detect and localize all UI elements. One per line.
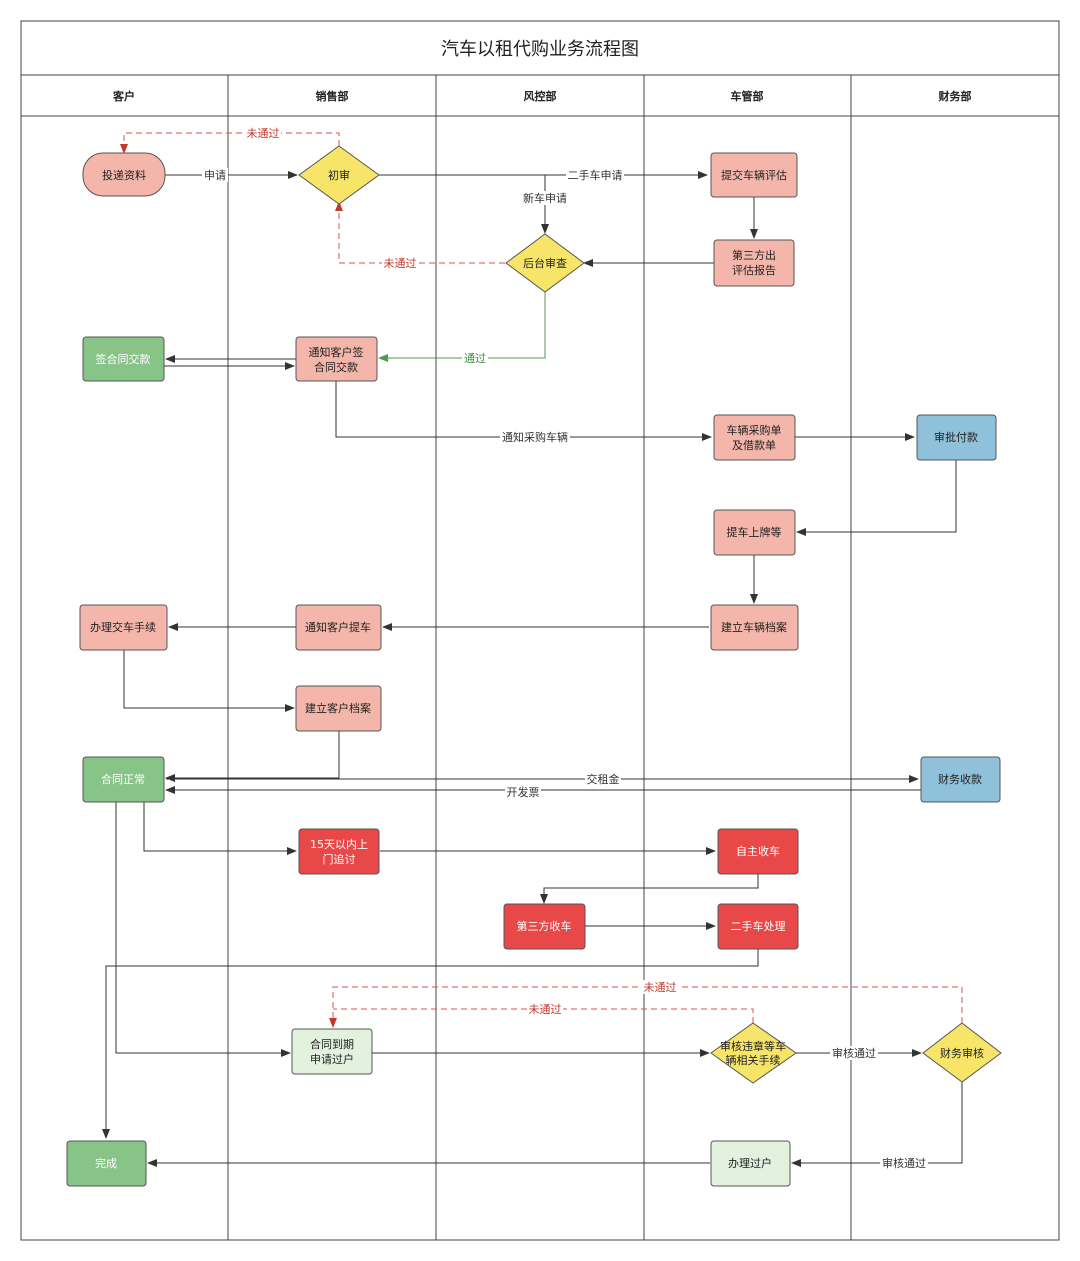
node-notify-sign-contract: 通知客户签 合同交款 bbox=[295, 336, 378, 382]
svg-text:自主收车: 自主收车 bbox=[736, 844, 780, 858]
node-used-car-processing: 二手车处理 bbox=[717, 903, 799, 950]
svg-text:后台审查: 后台审查 bbox=[523, 256, 567, 270]
edge-customerfile-to-normal bbox=[165, 731, 340, 782]
swimlane-frame bbox=[20, 20, 1060, 1241]
svg-text:办理过户: 办理过户 bbox=[728, 1156, 772, 1170]
edge-review-reject bbox=[120, 132, 340, 154]
label-invoice: 开发票 bbox=[507, 785, 540, 799]
edge-normal-to-visit bbox=[143, 802, 297, 855]
svg-text:第三方出: 第三方出 bbox=[732, 248, 776, 262]
edge-delivery-to-customerfile bbox=[123, 650, 295, 712]
svg-text:完成: 完成 bbox=[95, 1156, 117, 1170]
svg-text:办理交车手续: 办理交车手续 bbox=[90, 620, 156, 634]
edge-labels: 申请 未通过 二手车申请 新车申请 未通过 通过 通知采购车辆 交租金 开发票 … bbox=[202, 126, 928, 1170]
edge-normal-to-expire bbox=[115, 802, 291, 1057]
edge-approve-to-pickup bbox=[796, 460, 957, 536]
node-approve-payment: 审批付款 bbox=[916, 414, 997, 461]
node-pickup-plate: 提车上牌等 bbox=[713, 509, 796, 556]
svg-text:第三方收车: 第三方收车 bbox=[517, 919, 572, 933]
svg-text:门追讨: 门追讨 bbox=[323, 852, 356, 866]
svg-text:签合同交款: 签合同交款 bbox=[96, 352, 151, 366]
svg-text:申请过户: 申请过户 bbox=[310, 1052, 354, 1066]
svg-text:辆相关手续: 辆相关手续 bbox=[726, 1053, 781, 1067]
edge-selfrecover-to-thirdrecover bbox=[540, 874, 759, 904]
svg-text:合同交款: 合同交款 bbox=[314, 360, 358, 374]
node-finance-review: 财务审核 bbox=[922, 1022, 1002, 1083]
node-contract-normal: 合同正常 bbox=[82, 756, 165, 803]
svg-text:初审: 初审 bbox=[328, 168, 350, 182]
svg-text:财务审核: 财务审核 bbox=[940, 1046, 984, 1060]
svg-text:及借款单: 及借款单 bbox=[732, 438, 776, 452]
node-third-party-recover: 第三方收车 bbox=[503, 903, 586, 950]
svg-text:15天以内上: 15天以内上 bbox=[310, 837, 368, 851]
label-review-pass-1: 审核通过 bbox=[832, 1046, 876, 1060]
node-contract-expire: 合同到期 申请过户 bbox=[291, 1028, 373, 1075]
svg-text:提交车辆评估: 提交车辆评估 bbox=[721, 168, 787, 182]
svg-text:财务收款: 财务收款 bbox=[938, 772, 982, 786]
node-vehicle-file: 建立车辆档案 bbox=[710, 604, 799, 651]
svg-text:建立车辆档案: 建立车辆档案 bbox=[721, 620, 787, 634]
node-visit-15-days: 15天以内上 门追讨 bbox=[298, 828, 380, 875]
edge-backend-reject bbox=[335, 201, 505, 264]
label-used-car-apply: 二手车申请 bbox=[568, 168, 623, 182]
node-customer-file: 建立客户档案 bbox=[295, 685, 382, 732]
edge-usedcar-to-complete bbox=[102, 949, 759, 1139]
node-finance-collect: 财务收款 bbox=[920, 756, 1001, 803]
lane-sales: 销售部 bbox=[316, 89, 349, 103]
node-submit-evaluation: 提交车辆评估 bbox=[710, 152, 798, 198]
node-submit-documents: 投递资料 bbox=[82, 152, 166, 197]
node-transfer-ownership: 办理过户 bbox=[710, 1140, 791, 1187]
label-apply: 申请 bbox=[204, 169, 226, 182]
node-backend-review: 后台审查 bbox=[505, 233, 585, 293]
svg-text:审核违章等车: 审核违章等车 bbox=[720, 1039, 786, 1053]
lane-finance: 财务部 bbox=[938, 89, 972, 103]
svg-text:建立客户档案: 建立客户档案 bbox=[305, 701, 371, 715]
node-sign-contract: 签合同交款 bbox=[82, 336, 165, 382]
svg-text:评估报告: 评估报告 bbox=[732, 263, 776, 277]
node-complete: 完成 bbox=[66, 1140, 147, 1187]
label-reject-finance: 未通过 bbox=[644, 981, 677, 994]
edge-backend-pass bbox=[378, 292, 546, 362]
diagram-title: 汽车以租代购业务流程图 bbox=[441, 39, 639, 60]
label-reject-backend: 未通过 bbox=[384, 257, 417, 270]
svg-text:投递资料: 投递资料 bbox=[102, 168, 146, 182]
edge-financereview-to-transfer bbox=[791, 1082, 963, 1167]
label-review-pass-2: 审核通过 bbox=[882, 1156, 926, 1170]
node-self-recover: 自主收车 bbox=[717, 828, 799, 875]
edge-check-reject bbox=[333, 1008, 754, 1023]
node-third-party-report: 第三方出 评估报告 bbox=[713, 239, 795, 287]
lane-vehicle-management: 车管部 bbox=[731, 89, 764, 103]
label-pass: 通过 bbox=[464, 352, 486, 365]
label-notify-purchase: 通知采购车辆 bbox=[502, 430, 568, 444]
svg-text:二手车处理: 二手车处理 bbox=[731, 919, 786, 933]
label-new-car-apply: 新车申请 bbox=[523, 191, 567, 205]
svg-text:合同正常: 合同正常 bbox=[101, 772, 145, 786]
label-reject-review: 未通过 bbox=[247, 127, 280, 140]
label-rent: 交租金 bbox=[587, 772, 620, 786]
svg-text:合同到期: 合同到期 bbox=[310, 1037, 354, 1051]
edges bbox=[102, 171, 963, 1167]
label-reject-check: 未通过 bbox=[529, 1003, 562, 1016]
edge-notify-to-purchase bbox=[335, 381, 712, 441]
node-purchase-order: 车辆采购单 及借款单 bbox=[713, 414, 796, 461]
lane-risk-control: 风控部 bbox=[524, 89, 557, 103]
svg-text:通知客户提车: 通知客户提车 bbox=[305, 620, 371, 634]
node-handle-delivery: 办理交车手续 bbox=[79, 604, 168, 651]
node-notify-pickup: 通知客户提车 bbox=[295, 604, 382, 651]
svg-text:提车上牌等: 提车上牌等 bbox=[727, 525, 782, 539]
svg-text:审批付款: 审批付款 bbox=[934, 430, 978, 444]
svg-text:车辆采购单: 车辆采购单 bbox=[727, 423, 782, 437]
svg-text:通知客户签: 通知客户签 bbox=[309, 345, 364, 359]
node-check-violations: 审核违章等车 辆相关手续 bbox=[710, 1022, 797, 1084]
node-initial-review: 初审 bbox=[298, 145, 380, 205]
lane-customer: 客户 bbox=[112, 89, 135, 103]
